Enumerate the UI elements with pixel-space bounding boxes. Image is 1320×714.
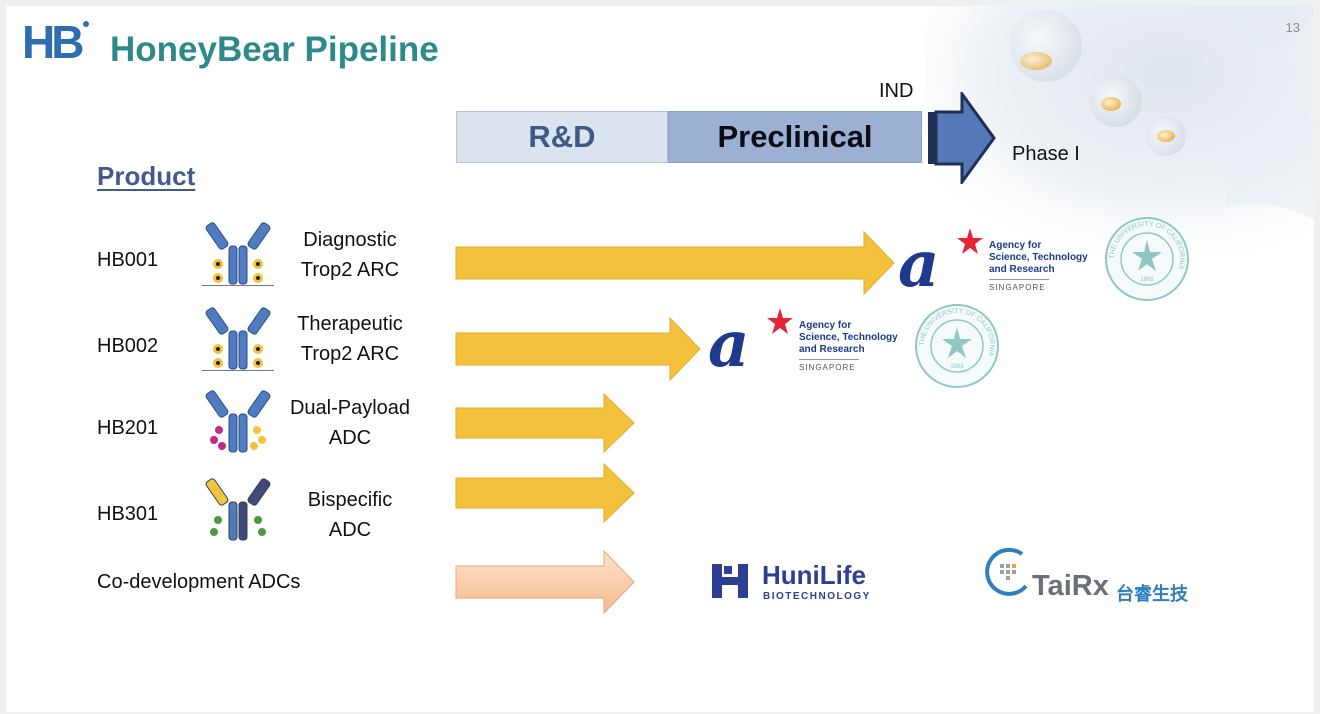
progress-arrow-hb002 [455,316,701,382]
product-code-hb301: HB301 [97,503,159,525]
astar-line-1: Agency for [989,240,1042,251]
tairx-chinese-name: 台睿生技 [1116,584,1188,604]
page-title: HoneyBear Pipeline [110,30,439,69]
desc-line: Bispecific [307,489,393,511]
phase-1-label: Phase I [1012,143,1080,165]
ind-arrow-icon [928,92,996,184]
ind-label: IND [879,80,914,102]
astar-country: SINGAPORE [799,363,856,372]
desc-line: Diagnostic [303,229,397,251]
astar-line-3: and Research [989,264,1055,275]
tairx-mark-icon [985,547,1028,596]
hunilife-logo: HuniLife BIOTECHNOLOGY [710,558,930,606]
product-code-hb201: HB201 [97,417,159,439]
desc-line: Trop2 ARC [300,343,400,365]
astar-line-3: and Research [799,344,865,355]
tairx-logo: TaiRx 台睿生技 [982,544,1202,608]
icon-underline [202,285,274,286]
page-number: 13 [1285,20,1300,35]
hunilife-mark-icon [712,564,748,598]
astar-country: SINGAPORE [989,283,1046,292]
hunilife-name: HuniLife [762,560,866,590]
product-desc-hb301: Bispecific ADC [280,485,420,545]
desc-line: Dual-Payload [289,397,411,419]
tairx-name: TaiRx [1032,570,1109,602]
astar-line-2: Science, Technology [799,332,898,343]
desc-line: Trop2 ARC [300,259,400,281]
slide: HB HoneyBear Pipeline 13 R&D Preclinical… [6,6,1314,712]
uc-seal-logo: THE UNIVERSITY OF CALIFORNIA 1868 [1105,217,1189,301]
honeybear-logo: HB [22,18,89,64]
progress-arrow-hb001 [455,230,895,296]
astar-mark-icon: a [898,227,983,294]
progress-arrow-hb201 [455,392,635,454]
svg-text:HB: HB [22,18,83,64]
co-development-label: Co-development ADCs [97,571,301,593]
svg-text:1868: 1868 [950,364,964,370]
astar-mark-icon: a [708,307,793,374]
phase-preclinical-label: Preclinical [668,111,922,163]
antibody-dual-payload-icon [205,390,271,453]
progress-arrow-co-development [455,549,635,615]
uc-seal-logo: THE UNIVERSITY OF CALIFORNIA 1868 [915,304,999,388]
desc-line: ADC [328,519,372,541]
icon-underline [202,370,274,371]
product-code-hb001: HB001 [97,249,159,271]
svg-text:a: a [708,307,749,374]
desc-line: Therapeutic [297,313,403,335]
astar-line-1: Agency for [799,320,852,331]
product-desc-hb201: Dual-Payload ADC [280,393,420,453]
bispecific-antibody-icon [205,478,271,541]
antibody-radioactive-icon [205,307,271,370]
product-code-hb002: HB002 [97,335,159,357]
svg-text:1868: 1868 [1140,277,1154,283]
desc-line: ADC [328,427,372,449]
product-header: Product [97,161,196,191]
astar-logo: a Agency for Science, Technology and Res… [706,304,906,374]
progress-arrow-hb301 [455,462,635,524]
product-desc-hb002: Therapeutic Trop2 ARC [280,309,420,369]
product-desc-hb001: Diagnostic Trop2 ARC [280,225,420,285]
phase-rd-label: R&D [456,111,668,163]
antibody-radioactive-icon [205,222,271,285]
astar-line-2: Science, Technology [989,252,1088,263]
hunilife-sub: BIOTECHNOLOGY [763,591,871,602]
svg-text:a: a [898,227,939,294]
astar-logo: a Agency for Science, Technology and Res… [896,224,1096,294]
